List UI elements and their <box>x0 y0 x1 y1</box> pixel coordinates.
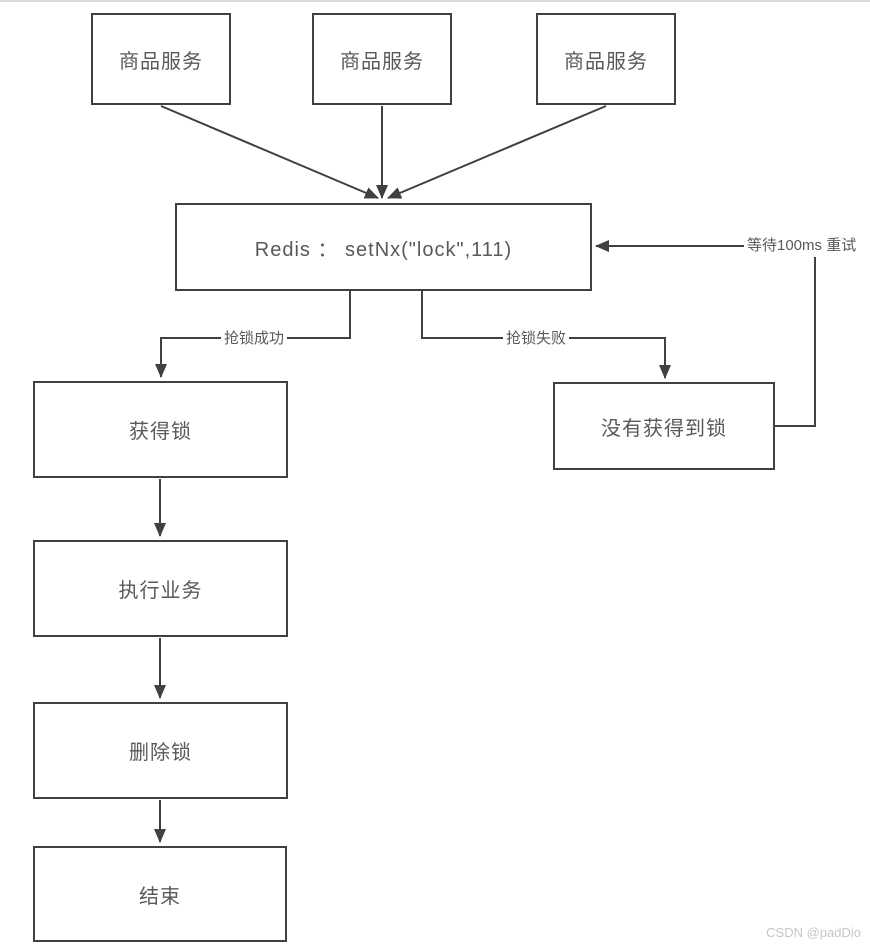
edge-product3-to-redis <box>387 105 607 199</box>
node-product-service-1: 商品服务 <box>91 13 231 105</box>
node-label: 删除锁 <box>129 742 192 764</box>
edge-label-lock-success: 抢锁成功 <box>221 328 288 350</box>
edge-label-wait-retry: 等待100ms 重试 <box>744 235 860 257</box>
node-redis-setnx: Redis ： setNx("lock",111) <box>175 203 592 291</box>
node-label: 结束 <box>139 885 181 908</box>
top-divider <box>0 0 870 2</box>
node-product-service-2: 商品服务 <box>312 13 452 105</box>
node-label: 商品服务 <box>119 50 203 73</box>
node-label: 商品服务 <box>564 50 648 73</box>
node-label: 商品服务 <box>340 50 424 73</box>
node-execute-business: 执行业务 <box>33 540 288 637</box>
node-lock-not-acquired: 没有获得到锁 <box>553 382 775 470</box>
node-product-service-3: 商品服务 <box>536 13 676 105</box>
node-delete-lock: 删除锁 <box>33 702 288 799</box>
edge-label-lock-fail: 抢锁失败 <box>503 328 570 350</box>
edge-product1-to-redis <box>160 105 379 199</box>
edge-retry-loop-to-redis <box>595 240 816 427</box>
node-lock-acquired: 获得锁 <box>33 381 288 478</box>
node-label: Redis ： setNx("lock",111) <box>254 238 513 261</box>
node-end: 结束 <box>33 846 287 942</box>
node-label: 获得锁 <box>129 421 192 443</box>
node-label: 没有获得到锁 <box>601 417 727 440</box>
node-label: 执行业务 <box>118 580 203 602</box>
csdn-watermark: CSDN @padDio <box>766 925 861 940</box>
